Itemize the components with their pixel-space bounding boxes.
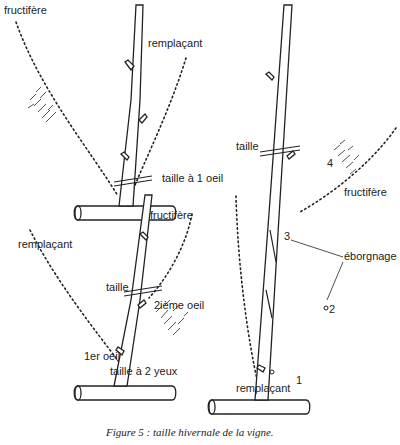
- callout-number: 2: [329, 303, 335, 316]
- cordon-end: [75, 206, 81, 220]
- cut-mark: [114, 176, 152, 186]
- part-label: taille à 1 oeil: [162, 172, 223, 185]
- part-label: 2ième oeil: [154, 299, 204, 312]
- bud: [257, 72, 295, 372]
- part-label: fructifère: [4, 4, 47, 17]
- part-label: taille à 2 yeux: [110, 365, 177, 378]
- part-label: 1er oeil: [84, 350, 120, 363]
- leader-line: [327, 262, 343, 300]
- part-label: remplaçant: [148, 37, 202, 50]
- leaf-hatching: [28, 87, 359, 335]
- bud: [121, 60, 147, 160]
- dotted-shoot: [16, 22, 118, 196]
- dotted-shoot: [149, 214, 192, 298]
- dotted-shoot: [300, 128, 396, 212]
- callout-number: 3: [284, 230, 290, 243]
- part-label: remplaçant: [18, 238, 72, 251]
- callout-dots: [270, 306, 328, 374]
- cane: [255, 5, 292, 400]
- leaf: [334, 140, 359, 174]
- part-label: éborgnage: [344, 250, 397, 263]
- cordon-end: [209, 400, 215, 414]
- part-label: fructifère: [150, 209, 193, 222]
- cut-mark: [124, 286, 162, 296]
- cordon: [74, 386, 176, 400]
- dotted-shoot: [236, 196, 258, 384]
- part-label: taille: [236, 140, 259, 153]
- shoot-paths: [16, 22, 396, 384]
- leaf: [28, 87, 56, 122]
- bud-dot: [270, 370, 274, 374]
- callout-number: 1: [296, 374, 302, 387]
- leader-lines: [291, 240, 343, 300]
- vine-wood: [74, 5, 310, 414]
- cane: [119, 5, 143, 206]
- callout-number: 4: [327, 157, 333, 170]
- cut-marks: [114, 146, 300, 318]
- disbud-mark: [266, 230, 276, 318]
- part-label: remplaçant: [236, 382, 290, 395]
- leader-line: [291, 240, 343, 257]
- cordon: [208, 400, 310, 414]
- cut-mark: [260, 146, 300, 156]
- bud-dot: [324, 306, 328, 310]
- figure-caption: Figure 5 : taille hivernale de la vigne.: [106, 426, 274, 438]
- cordon-end: [75, 386, 81, 400]
- part-label: taille: [106, 281, 129, 294]
- part-label: fructifère: [344, 186, 387, 199]
